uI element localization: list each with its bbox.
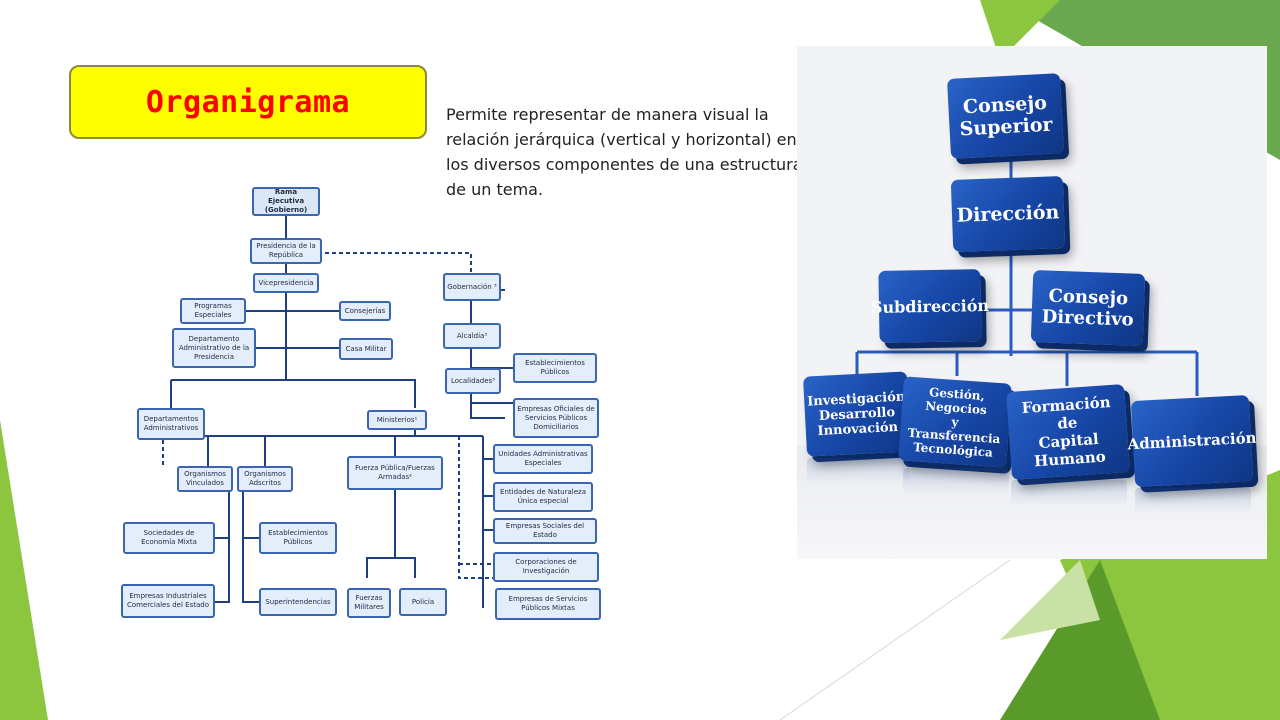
slide-title: Organigrama [145,84,351,120]
box-alcaldia: Alcaldía³ [443,323,501,349]
cube-subdireccion: Subdirección [871,269,989,343]
cube-administracion: Administración [1127,394,1257,488]
box-presidencia: Presidencia de la República [250,238,322,264]
description-line: relación jerárquica (vertical y horizont… [446,130,819,149]
description-text: Permite representar de manera visual la … [446,102,819,202]
box-entidades-naturaleza: Entidades de Naturaleza Única especial [493,482,593,512]
dashed-connector [162,435,208,466]
box-organismos-vinculados: Organismos Vinculados [177,466,233,492]
box-empresas-oficiales: Empresas Oficiales de Servicios Públicos… [513,398,599,438]
box-corporaciones: Corporaciones de Investigación [493,552,599,582]
box-localidades: Localidades³ [445,368,501,394]
box-establecimientos-publicos-2: Establecimientos Públicos [259,522,337,554]
box-policia: Policía [399,588,447,616]
dashed-connector [325,252,472,273]
box-superintendencias: Superintendencias [259,588,337,616]
box-departamentos-administrativos: Departamentos Administrativos [137,408,205,440]
cube-reflection [1135,488,1251,514]
box-sociedades-economia-mixta: Sociedades de Economía Mixta [123,522,215,554]
box-empresas-industriales: Empresas Industriales Comerciales del Es… [121,584,215,618]
box-ministerios: Ministerios¹ [367,410,427,430]
cube-reflection [1011,480,1127,506]
dashed-connector [458,436,493,579]
box-establecimientos-publicos-1: Establecimientos Públicos [513,353,597,383]
box-casa-militar: Casa Militar [339,338,393,360]
thin-decor-line [779,559,1011,720]
box-vicepresidencia: Vicepresidencia [253,273,319,293]
cube-label: Administración [1127,428,1257,454]
box-fuerza-publica: Fuerza Pública/Fuerzas Armadas² [347,456,443,490]
top-right-light-green-shape [980,0,1060,60]
cube-label: Capital Humano [1033,429,1107,471]
description-line: los diversos componentes de una estructu… [446,155,818,174]
box-gobernacion: Gobernación ³ [443,273,501,301]
cube-label: Directivo [1041,306,1134,331]
box-consejerias: Consejerías [339,301,391,321]
title-box: Organigrama [69,65,427,139]
bottom-right-dark-green-shape [1000,560,1160,720]
cube-reflection [903,468,1009,494]
box-organismos-adscritos: Organismos Adscritos [237,466,293,492]
connector [366,490,396,578]
cube-reflection [807,458,909,484]
box-rama-ejecutiva: Rama Ejecutiva (Gobierno) [252,187,320,216]
box-dapre: Departamento Administrativo de la Presid… [172,328,256,368]
connector [242,490,259,603]
connector [215,490,230,603]
cube-label: Superior [959,113,1053,141]
cube-label: Subdirección [870,295,990,317]
cube-label: Dirección [956,201,1060,227]
box-empresas-servicios-mixtas: Empresas de Servicios Públicos Mixtas [495,588,601,620]
description-line: de un tema. [446,180,544,199]
box-fuerzas-militares: Fuerzas Militares [347,588,391,618]
box-unidades-administrativas: Unidades Administrativas Especiales [493,444,593,474]
box-empresas-sociales: Empresas Sociales del Estado [493,518,597,544]
connector [171,379,416,408]
box-programas-especiales: Programas Especiales [180,298,246,324]
description-line: Permite representar de manera visual la [446,105,769,124]
cube-direccion: Dirección [950,176,1066,252]
connector [395,557,416,578]
government-org-chart: Rama Ejecutiva (Gobierno) Presidencia de… [113,178,607,624]
bottom-right-pale-green-shape [1000,560,1100,640]
left-green-stripe [0,420,48,720]
